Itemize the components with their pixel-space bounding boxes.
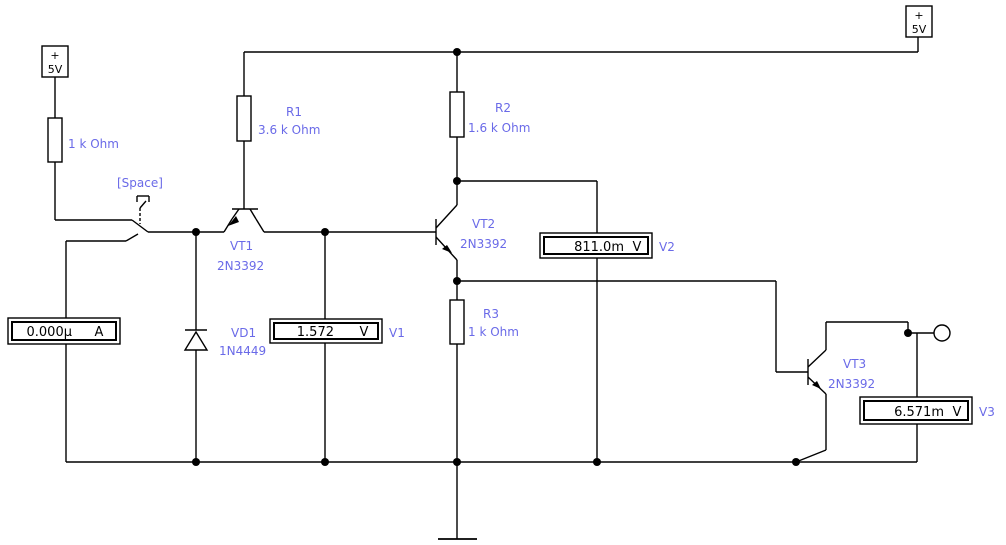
transistor-vt3[interactable]: VT3 2N3392 [807, 349, 875, 395]
resistor-r2-value: 1.6 k Ohm [468, 121, 530, 135]
resistor-r3-name: R3 [483, 307, 499, 321]
voltmeter-v3-unit: V [953, 405, 962, 420]
transistor-vt2-model: 2N3392 [460, 237, 507, 251]
transistor-vt1-model: 2N3392 [217, 259, 264, 273]
voltmeter-v2[interactable]: 811.0m V V2 [539, 232, 675, 259]
ammeter-unit: A [95, 325, 104, 340]
power-source-right[interactable]: + 5V [905, 5, 933, 38]
power-source-symbol: + [50, 49, 59, 62]
resistor-input-value: 1 k Ohm [68, 137, 119, 151]
wires [54, 37, 934, 540]
power-source-value: 5V [912, 23, 927, 36]
voltmeter-v3-reading: 6.571m [894, 405, 944, 420]
voltmeter-v2-reading: 811.0m [574, 240, 624, 255]
power-source-value: 5V [48, 63, 63, 76]
ammeter[interactable]: 0.000µ A [7, 317, 121, 345]
voltmeter-v2-unit: V [633, 240, 642, 255]
transistor-vt2[interactable]: VT2 2N3392 [435, 204, 507, 261]
resistor-r1-value: 3.6 k Ohm [258, 123, 320, 137]
voltmeter-v2-name: V2 [659, 240, 675, 254]
switch-key-label: [Space] [117, 176, 163, 190]
ammeter-reading: 0.000µ [27, 325, 73, 340]
diode-vd1-name: VD1 [231, 326, 256, 340]
power-source-left[interactable]: + 5V [41, 45, 69, 78]
resistor-r3[interactable]: R3 1 k Ohm [449, 299, 519, 345]
diode-vd1[interactable]: VD1 1N4449 [183, 326, 266, 358]
diode-vd1-model: 1N4449 [219, 344, 266, 358]
voltmeter-v3[interactable]: 6.571m V V3 [859, 396, 995, 425]
transistor-vt2-name: VT2 [472, 217, 495, 231]
resistor-r2-name: R2 [495, 101, 511, 115]
transistor-vt1-name: VT1 [230, 239, 253, 253]
junction-dots [192, 48, 912, 466]
resistor-input[interactable]: 1 k Ohm [47, 117, 119, 163]
resistor-r3-value: 1 k Ohm [468, 325, 519, 339]
voltmeter-v1-reading: 1.572 [297, 325, 334, 340]
voltmeter-v1-unit: V [360, 325, 369, 340]
resistor-r1[interactable]: R1 3.6 k Ohm [236, 95, 320, 142]
transistor-vt3-name: VT3 [843, 357, 866, 371]
voltmeter-v1[interactable]: 1.572 V V1 [269, 318, 405, 344]
resistor-r1-name: R1 [286, 105, 302, 119]
transistor-vt1[interactable]: VT1 2N3392 [217, 208, 264, 273]
transistor-vt3-model: 2N3392 [828, 377, 875, 391]
resistor-r2[interactable]: R2 1.6 k Ohm [449, 91, 530, 138]
voltmeter-v1-name: V1 [389, 326, 405, 340]
output-terminal[interactable] [933, 324, 951, 342]
power-source-symbol: + [914, 9, 923, 22]
switch[interactable] [125, 195, 150, 242]
voltmeter-v3-name: V3 [979, 405, 995, 419]
